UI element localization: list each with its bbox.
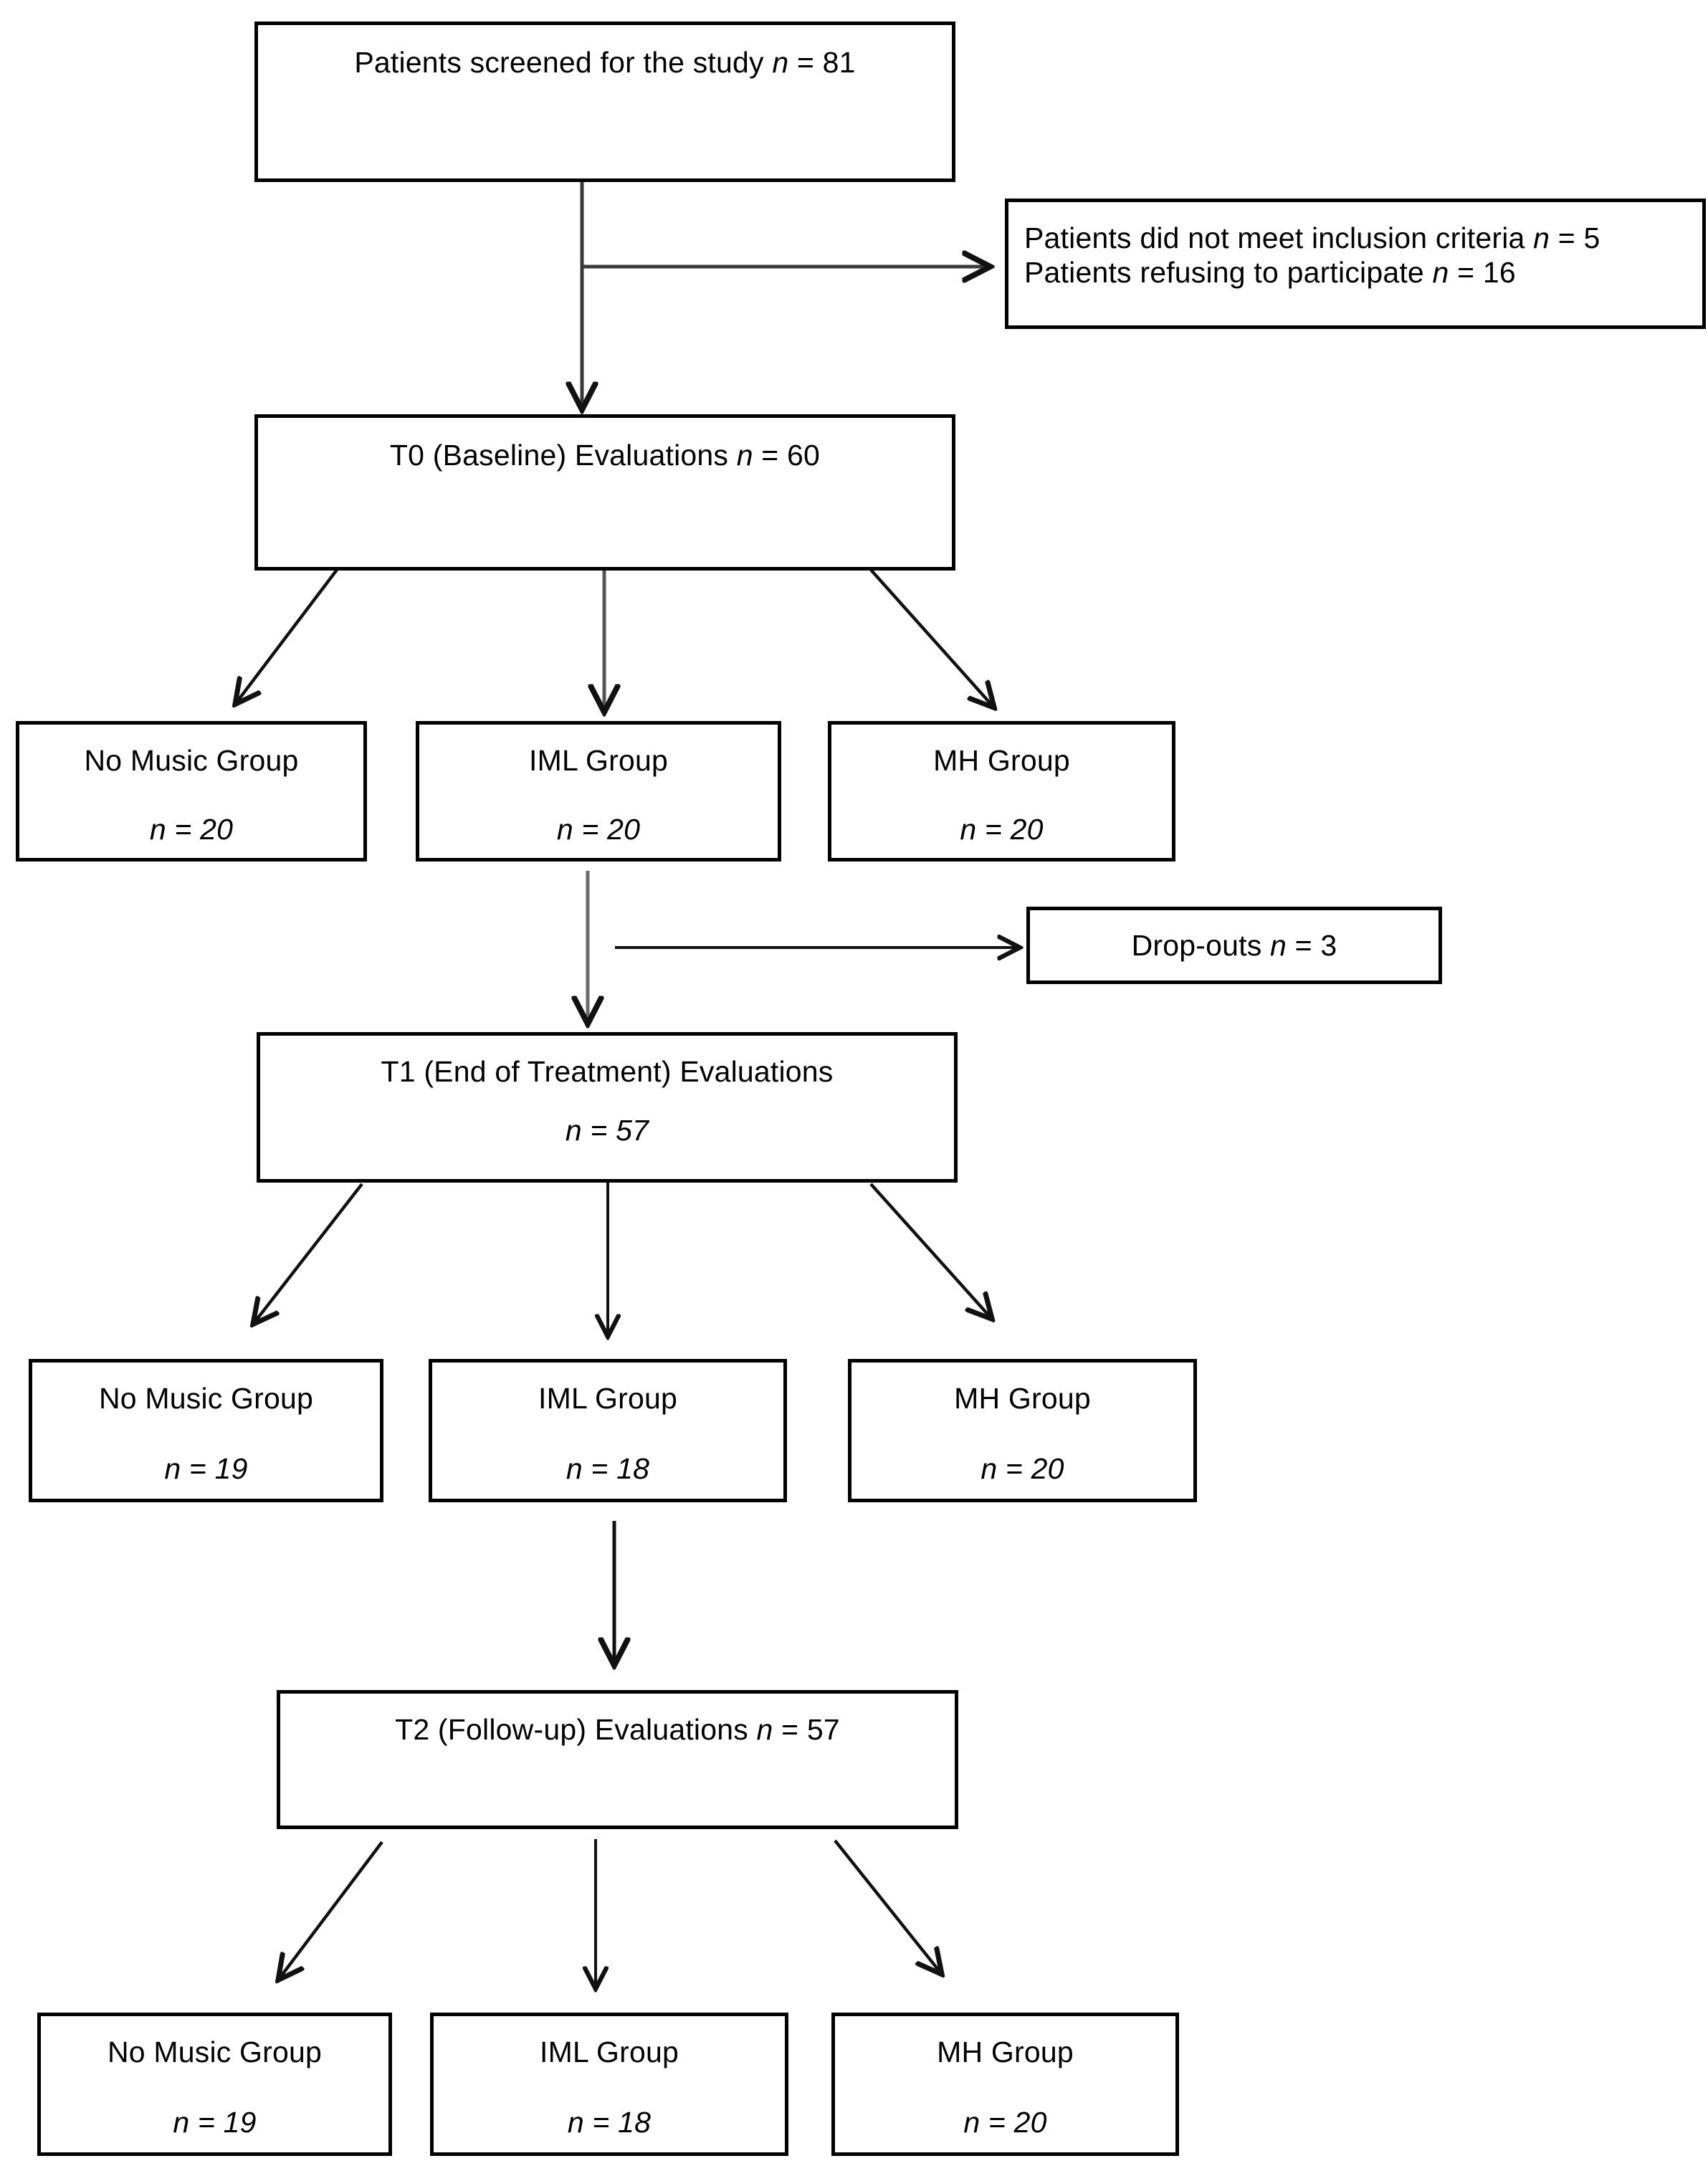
node-t2-no-music-group-label: No Music Group — [107, 2036, 322, 2068]
node-t0-iml-group-label: IML Group — [529, 744, 668, 777]
node-t1-line-2: n = 57 — [565, 1114, 649, 1147]
node-t1-line-1: T1 (End of Treatment) Evaluations — [381, 1055, 834, 1088]
node-t1-no-music-group-label: No Music Group — [98, 1382, 313, 1415]
node-t0-no-music-group-count: n = 20 — [149, 813, 234, 846]
node-t0-iml-group: IML Group n = 20 — [416, 721, 781, 862]
node-t0-no-music-group-label: No Music Group — [84, 744, 299, 777]
node-t2-follow-up: T2 (Follow-up) Evaluations n = 57 — [277, 1690, 958, 1829]
node-t2-no-music-group: No Music Group n = 19 — [37, 2013, 392, 2156]
node-t0-iml-group-count: n = 20 — [556, 813, 641, 846]
node-patients-screened-text: Patients screened for the study n = 81 — [354, 46, 856, 79]
edge-t1-to-no-music — [254, 1183, 363, 1322]
node-t1-no-music-group-count: n = 19 — [164, 1452, 248, 1486]
edge-t1-to-mh — [869, 1183, 991, 1317]
node-t0-baseline-text: T0 (Baseline) Evaluations n = 60 — [389, 439, 821, 472]
node-t0-mh-group-count: n = 20 — [960, 813, 1044, 846]
edge-t2-to-mh — [834, 1839, 940, 1972]
node-t1-end-of-treatment: T1 (End of Treatment) Evaluations n = 57 — [257, 1032, 958, 1183]
node-t0-no-music-group: No Music Group n = 20 — [16, 721, 367, 862]
edge-t2-to-no-music — [280, 1841, 383, 1978]
node-t1-iml-group: IML Group n = 18 — [429, 1359, 787, 1502]
node-t1-mh-group-label: MH Group — [954, 1382, 1091, 1415]
node-exclusions-line-1: Patients did not meet inclusion criteria… — [1024, 221, 1600, 254]
node-t2-iml-group-count: n = 18 — [567, 2106, 652, 2139]
node-exclusions-line-2: Patients refusing to participate n = 16 — [1024, 256, 1516, 290]
edge-t0-to-mh — [869, 568, 993, 706]
node-exclusions: Patients did not meet inclusion criteria… — [1005, 199, 1706, 329]
node-t1-mh-group: MH Group n = 20 — [848, 1359, 1197, 1502]
edge-t0-to-no-music — [237, 568, 338, 702]
node-t2-follow-up-text: T2 (Follow-up) Evaluations n = 57 — [395, 1713, 840, 1746]
node-t2-iml-group: IML Group n = 18 — [430, 2013, 788, 2156]
node-t1-iml-group-label: IML Group — [538, 1382, 677, 1415]
node-t1-iml-group-count: n = 18 — [566, 1452, 650, 1486]
node-t1-mh-group-count: n = 20 — [981, 1452, 1064, 1486]
node-dropouts: Drop-outs n = 3 — [1026, 907, 1442, 984]
node-patients-screened: Patients screened for the study n = 81 — [254, 22, 955, 182]
node-t2-mh-group-count: n = 20 — [963, 2106, 1047, 2139]
node-t0-mh-group-label: MH Group — [933, 744, 1070, 777]
node-t2-no-music-group-count: n = 19 — [173, 2106, 257, 2139]
node-t0-baseline: T0 (Baseline) Evaluations n = 60 — [254, 414, 955, 571]
node-t2-mh-group: MH Group n = 20 — [831, 2013, 1179, 2156]
node-dropouts-text: Drop-outs n = 3 — [1131, 928, 1337, 962]
node-t1-no-music-group: No Music Group n = 19 — [29, 1359, 383, 1502]
node-t0-mh-group: MH Group n = 20 — [828, 721, 1175, 862]
node-t2-mh-group-label: MH Group — [937, 2036, 1074, 2068]
node-t2-iml-group-label: IML Group — [540, 2036, 679, 2068]
